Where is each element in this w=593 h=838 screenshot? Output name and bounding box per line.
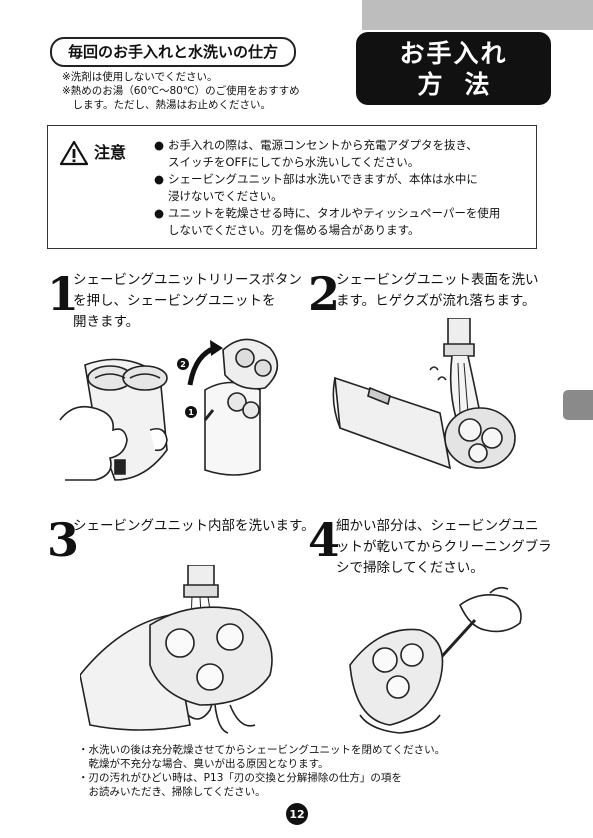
step-line: 開きます。 xyxy=(73,314,140,330)
bottom-note: お読みいただき、掃除してください。 xyxy=(78,786,266,798)
bottom-note: ・水洗いの後は充分乾燥させてからシェービングユニットを閉めてください。 xyxy=(78,744,446,756)
warning-triangle-icon xyxy=(60,140,88,166)
section-notes: ※洗剤は使用しないでください。 ※熱めのお湯（60℃〜80℃）のご使用をおすすめ… xyxy=(62,70,352,112)
bottom-note: 乾燥が不充分な場合、臭いが出る原因となります。 xyxy=(78,758,329,770)
step-line: 細かい部分は、シェービングユニ xyxy=(336,518,539,534)
caution-bullet: ● xyxy=(154,172,165,186)
step-line: シで掃除してください。 xyxy=(336,560,484,576)
page-number: 12 xyxy=(286,803,308,825)
caution-item: ● お手入れの際は、電源コンセントから充電アダプタを抜き、 スイッチをOFFにし… xyxy=(154,137,529,171)
caution-bullet: ● xyxy=(154,138,165,152)
marker-1: 1 xyxy=(188,408,194,417)
category-line-2: 方法 xyxy=(417,69,512,99)
step-1-text: シェービングユニットリリースボタン を押し、シェービングユニットを 開きます。 xyxy=(73,270,302,333)
bottom-notes: ・水洗いの後は充分乾燥させてからシェービングユニットを閉めてください。 乾燥が不… xyxy=(78,743,538,799)
step-line: シェービングユニットリリースボタン xyxy=(73,272,302,288)
step-1-number: 1 xyxy=(47,267,80,321)
section-note: します。ただし、熱湯はお止めください。 xyxy=(62,99,271,111)
side-gray-tab xyxy=(563,390,593,420)
step-2-text: シェービングユニット表面を洗い ます。ヒゲクズが流れ落ちます。 xyxy=(336,270,539,312)
section-note: ※熱めのお湯（60℃〜80℃）のご使用をおすすめ xyxy=(62,85,300,97)
category-line-1: お手入れ xyxy=(399,38,508,68)
step-line: シェービングユニット表面を洗い xyxy=(336,272,539,288)
caution-item: ● シェービングユニット部は水洗いできますが、本体は水中に 浸けないでください。 xyxy=(154,171,529,205)
marker-2: 2 xyxy=(180,360,186,369)
caution-line: シェービングユニット部は水洗いできますが、本体は水中に xyxy=(168,172,478,186)
category-heading: お手入れ 方法 xyxy=(356,32,551,105)
caution-label: 注意 xyxy=(94,143,127,162)
caution-line: お手入れの際は、電源コンセントから充電アダプタを抜き、 xyxy=(168,138,478,152)
step-2-number: 2 xyxy=(308,267,341,321)
section-note: ※洗剤は使用しないでください。 xyxy=(62,71,218,83)
caution-list: ● お手入れの際は、電源コンセントから充電アダプタを抜き、 スイッチをOFFにし… xyxy=(154,137,529,239)
top-gray-tab xyxy=(362,0,593,30)
step-line: を押し、シェービングユニットを xyxy=(73,293,276,309)
bottom-note: ・刃の汚れがひどい時は、P13「刃の交換と分解掃除の仕方」の項を xyxy=(78,772,402,784)
shaver-open-illustration: 2 1 xyxy=(55,330,290,490)
shaver-rinse-head-illustration xyxy=(330,318,530,488)
caution-line: ユニットを乾燥させる時に、タオルやティッシュペーパーを使用 xyxy=(168,206,501,220)
caution-item: ● ユニットを乾燥させる時に、タオルやティッシュペーパーを使用 しないでください… xyxy=(154,205,529,239)
step-line: ます。ヒゲクズが流れ落ちます。 xyxy=(336,293,536,309)
caution-line: しないでください。刃を傷める場合があります。 xyxy=(168,223,420,237)
step-line: シェービングユニット内部を洗います。 xyxy=(73,518,315,534)
step-3-number: 3 xyxy=(47,513,80,567)
step-4-number: 4 xyxy=(308,513,341,567)
shaver-brush-illustration xyxy=(340,585,540,735)
shaver-rinse-inside-illustration xyxy=(80,565,290,735)
step-3-text: シェービングユニット内部を洗います。 xyxy=(73,516,315,537)
caution-bullet: ● xyxy=(154,206,165,220)
caution-line: 浸けないでください。 xyxy=(168,189,283,203)
caution-box xyxy=(47,125,537,249)
step-4-text: 細かい部分は、シェービングユニ ットが乾いてからクリーニングブラ シで掃除してく… xyxy=(336,516,552,579)
section-title: 毎回のお手入れと水洗いの仕方 xyxy=(50,37,297,67)
caution-line: スイッチをOFFにしてから水洗いしてください。 xyxy=(168,155,420,169)
step-line: ットが乾いてからクリーニングブラ xyxy=(336,539,552,555)
